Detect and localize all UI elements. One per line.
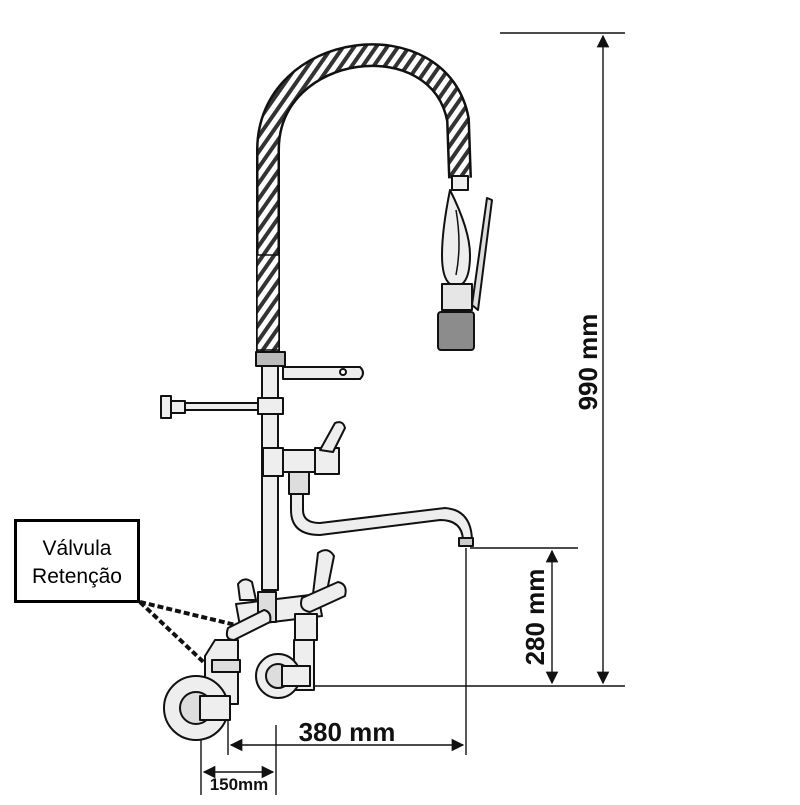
callout-leaders bbox=[138, 600, 249, 674]
wall-bracket bbox=[160, 395, 284, 419]
dim-reach-label: 380 mm bbox=[299, 717, 396, 747]
check-valve-callout: Válvula Retenção bbox=[14, 519, 140, 603]
callout-text-line1: Válvula bbox=[42, 537, 112, 560]
right-inlet bbox=[255, 639, 315, 699]
callout-text-line2: Retenção bbox=[32, 565, 122, 588]
hose-holder-arm bbox=[282, 366, 364, 380]
dimension-lines bbox=[200, 32, 625, 795]
dim-spout-height-label: 280 mm bbox=[520, 569, 550, 666]
spray-head bbox=[437, 175, 493, 351]
spout-valve bbox=[262, 421, 346, 495]
coil-hose bbox=[256, 43, 472, 352]
dim-inlet-spacing-label: 150mm bbox=[210, 775, 269, 794]
spray-nozzle bbox=[437, 311, 475, 351]
faucet-illustration bbox=[160, 43, 493, 741]
dim-total-height-label: 990 mm bbox=[573, 314, 603, 411]
mixer-body bbox=[225, 549, 347, 641]
left-inlet bbox=[163, 639, 241, 741]
swing-spout bbox=[290, 493, 473, 543]
